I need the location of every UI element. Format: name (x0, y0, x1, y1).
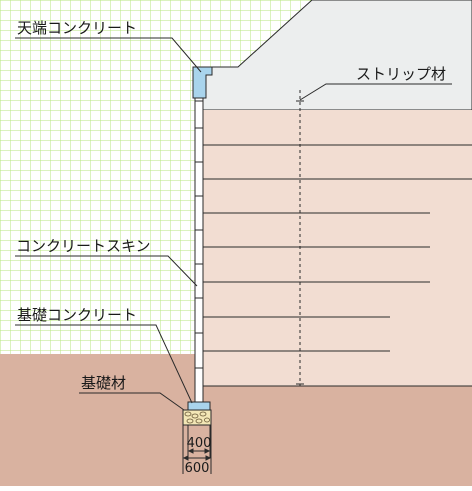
leader-foundation-material (79, 392, 185, 411)
label-foundation-concrete: 基礎コンクリート (17, 306, 137, 324)
leader-strip-material (299, 83, 452, 101)
concrete-skin-wall (194, 66, 204, 404)
gravel-stones (184, 411, 210, 424)
label-top-concrete: 天端コンクリート (17, 19, 137, 37)
gravel-stone (195, 418, 203, 424)
leader-foundation-concrete (15, 324, 193, 404)
foundation-concrete (187, 401, 211, 411)
strip-reinforcements (203, 144, 472, 352)
gravel-stone (186, 418, 194, 424)
dim-arrow (187, 448, 211, 454)
top-concrete-cap (192, 66, 213, 99)
label-strip-material: ストリップ材 (356, 65, 446, 83)
gravel-stone (204, 417, 210, 423)
leader-top-concrete (15, 37, 202, 73)
skin-panel-joints (195, 100, 203, 369)
strip-material-dimension (296, 90, 304, 386)
gravel-stone (199, 411, 207, 417)
label-foundation-material: 基礎材 (81, 374, 126, 392)
reinforced-soil-zone (203, 110, 472, 386)
label-leaders (15, 37, 452, 411)
gravel-stone (191, 413, 199, 419)
dim-outer-value: 600 (185, 461, 210, 476)
label-concrete-skin: コンクリートスキン (16, 237, 151, 255)
gravel-stone (184, 411, 192, 417)
leader-concrete-skin (15, 255, 198, 287)
dim-inner-value: 400 (187, 436, 212, 451)
foundation-dimensions (182, 425, 212, 474)
dim-arrow (182, 455, 212, 461)
